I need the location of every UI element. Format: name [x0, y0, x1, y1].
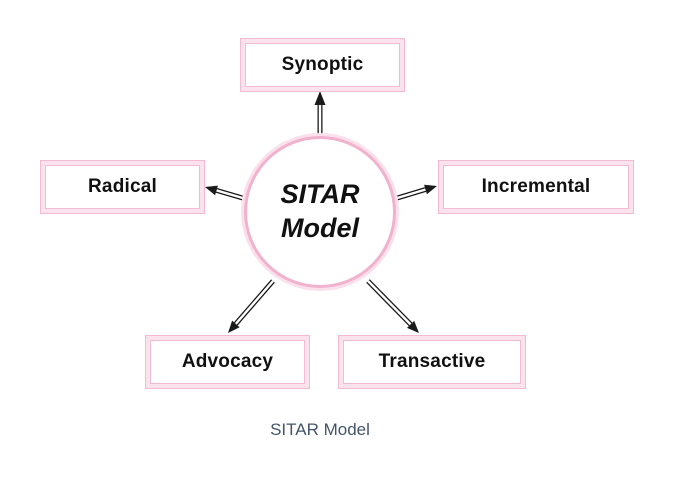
node-radical-label: Radical	[88, 176, 157, 197]
node-transactive-label: Transactive	[378, 351, 486, 372]
node-incremental-label: Incremental	[481, 176, 591, 197]
arrow-to-incremental	[393, 184, 437, 202]
node-radical-frame: Radical	[45, 165, 200, 209]
center-node-sitar-model: SITAR Model	[244, 136, 396, 288]
arrow-to-synoptic	[314, 91, 326, 138]
center-label-line1: SITAR	[280, 179, 360, 210]
arrow-to-radical	[205, 185, 247, 202]
node-radical: Radical	[40, 160, 205, 214]
node-advocacy-label: Advocacy	[181, 351, 274, 372]
node-synoptic-frame: Synoptic	[245, 43, 400, 87]
node-incremental: Incremental	[438, 160, 634, 214]
diagram-caption: SITAR Model	[270, 420, 370, 439]
node-advocacy: Advocacy	[145, 335, 310, 389]
node-advocacy-frame: Advocacy	[150, 340, 305, 384]
node-transactive: Transactive	[338, 335, 526, 389]
node-transactive-frame: Transactive	[343, 340, 521, 384]
arrow-to-transactive	[366, 279, 419, 333]
center-label-line2: Model	[281, 213, 359, 243]
node-incremental-frame: Incremental	[443, 165, 629, 209]
arrow-to-advocacy	[228, 279, 275, 333]
node-synoptic-label: Synoptic	[281, 54, 364, 75]
node-synoptic: Synoptic	[240, 38, 405, 92]
